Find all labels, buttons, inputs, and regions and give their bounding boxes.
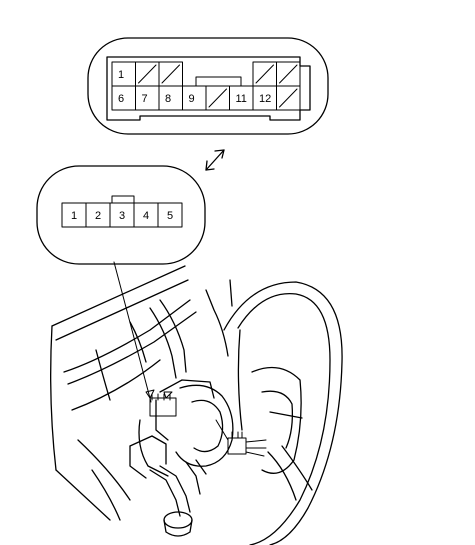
steering-column-illustration <box>50 265 343 545</box>
unused-pin-slash <box>255 64 274 84</box>
unused-pin-slash <box>138 64 157 84</box>
pin-number-label: 5 <box>167 210 173 222</box>
pin-number-label: 12 <box>259 93 271 105</box>
pin-number-label: 8 <box>165 93 171 105</box>
pin-cell <box>157 202 183 228</box>
connector-12pin-lock-tab <box>195 76 242 87</box>
unused-pin-slash <box>161 64 180 84</box>
connector-5pin-grid: 1 2 3 4 5 <box>61 202 183 228</box>
pin-number-label: 9 <box>189 93 195 105</box>
connector-12pin-grid: 1 6 7 8 9 11 12 <box>111 61 301 111</box>
pin-number-label: 2 <box>95 210 101 222</box>
unused-pin-slash <box>279 88 298 108</box>
pin-cell <box>276 85 301 111</box>
pin-number-label: 4 <box>143 210 149 222</box>
pin-number-label: 6 <box>118 93 124 105</box>
double-headed-arrow-icon <box>205 149 225 171</box>
connector-5pin-callout: 1 2 3 4 5 <box>36 165 206 265</box>
unused-pin-slash <box>279 64 298 84</box>
pin-number-label: 3 <box>119 210 125 222</box>
connector-12pin-callout: 1 6 7 8 9 11 12 <box>87 37 329 135</box>
pin-number-label: 11 <box>236 93 247 105</box>
connector-12pin-body <box>106 56 311 121</box>
callout-frame-5pin <box>36 165 206 265</box>
callout-frame-12pin <box>87 37 329 135</box>
pin-number-label: 1 <box>71 210 77 222</box>
pin-number-label: 1 <box>118 69 124 81</box>
pin-number-label: 7 <box>142 93 148 105</box>
unused-pin-slash <box>208 88 227 108</box>
connector-5pin-lock-tab <box>111 195 135 204</box>
leader-line <box>113 261 152 403</box>
